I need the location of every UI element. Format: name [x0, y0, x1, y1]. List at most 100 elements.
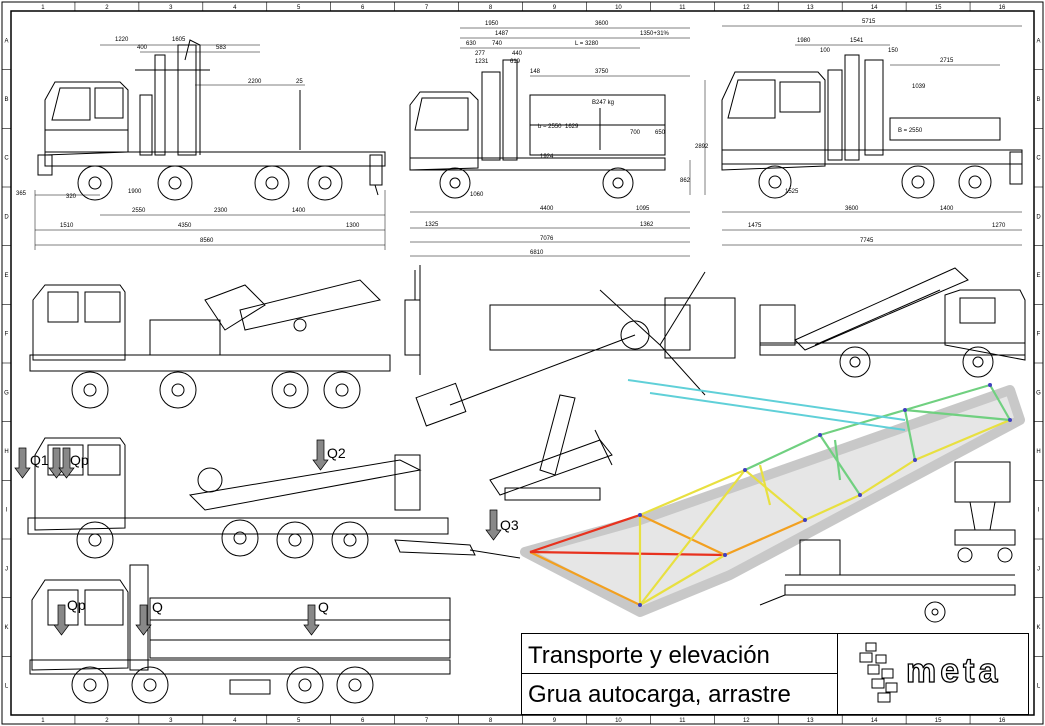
logo-block: meta: [837, 633, 1029, 715]
dim-label: 3600: [845, 206, 859, 212]
dim-label: 1095: [636, 206, 650, 212]
dim-label: 2300: [214, 208, 228, 214]
dim-label: 2200: [248, 79, 262, 85]
dim-label: 365: [16, 191, 27, 197]
column-label: 3: [169, 718, 173, 724]
column-label: 1: [41, 5, 45, 11]
logo-wordmark: meta: [905, 651, 1002, 690]
row-label: E: [1036, 273, 1040, 279]
crane-truck-right: [759, 267, 1026, 378]
dim-label: B247 kg: [592, 100, 614, 106]
column-label: 12: [743, 718, 750, 724]
column-label: 15: [935, 718, 942, 724]
row-label: A: [1036, 38, 1040, 44]
row-label: C: [4, 156, 9, 162]
column-label: 13: [807, 5, 814, 11]
column-label: 11: [679, 718, 686, 724]
truck1-side-view: [37, 39, 386, 201]
row-label: G: [4, 390, 9, 396]
column-label: 13: [807, 718, 814, 724]
aerial-platform-detail: [954, 461, 1016, 563]
row-label: D: [4, 214, 9, 220]
truck3-dimensions: [704, 25, 1022, 246]
dim-label: 7076: [540, 236, 554, 242]
column-label: 8: [489, 718, 493, 724]
crane-plan-view: [415, 265, 736, 427]
column-label: 16: [999, 718, 1006, 724]
dim-label: 440: [512, 51, 523, 57]
row-label: I: [6, 508, 8, 514]
row-label: G: [1036, 390, 1041, 396]
dim-label: 1400: [940, 206, 954, 212]
column-label: 9: [553, 718, 557, 724]
column-label: 10: [615, 5, 622, 11]
flatbed-truck: [29, 564, 451, 704]
dim-label: 277: [475, 51, 486, 57]
crane-truck-left: [29, 270, 421, 409]
load-q1-label: Q1: [30, 452, 49, 468]
dim-label: B = 2550: [898, 128, 923, 134]
row-label: B: [4, 97, 8, 103]
dim-label: 150: [888, 48, 899, 54]
drawing-title-line2: Grua autocarga, arrastre: [528, 681, 791, 708]
row-label: L: [5, 684, 9, 690]
truck2-dimension-labels: 1950 3600 1487 1350+31% 630 740 L = 3280…: [425, 21, 691, 256]
dim-label: 1950: [485, 21, 499, 27]
column-label: 7: [425, 5, 429, 11]
dim-label: 320: [66, 194, 77, 200]
dim-label: 1362: [640, 222, 654, 228]
dim-label: 8560: [200, 238, 214, 244]
meta-logo-mark: [859, 642, 898, 703]
dim-label: 1900: [128, 189, 142, 195]
row-label: C: [1036, 156, 1041, 162]
column-label: 6: [361, 718, 365, 724]
dim-label: 740: [492, 41, 503, 47]
title-divider: [522, 673, 838, 674]
load-q-bed-label: Q: [318, 599, 329, 615]
column-label: 8: [489, 5, 493, 11]
dim-label: 4350: [178, 223, 192, 229]
load-arrows: [14, 439, 502, 636]
dim-label: 148: [530, 69, 541, 75]
trailer-detail: [759, 539, 1016, 623]
dim-label: 3750: [595, 69, 609, 75]
dim-label: 862: [680, 178, 691, 184]
load-q-crane-label: Q: [152, 599, 163, 615]
dim-label: 619: [510, 59, 521, 65]
column-label: 5: [297, 718, 301, 724]
dim-label: 1475: [748, 223, 762, 229]
column-label: 6: [361, 5, 365, 11]
row-label: D: [1036, 214, 1041, 220]
row-label: E: [4, 273, 8, 279]
column-label: 1: [41, 718, 45, 724]
truck3-side-view: [721, 54, 1023, 199]
dim-label: 1220: [115, 37, 129, 43]
column-label: 12: [743, 5, 750, 11]
dim-label: L = 3280: [575, 41, 599, 47]
dim-label: 1487: [495, 31, 509, 37]
row-label: L: [1037, 684, 1041, 690]
dim-label: 3600: [595, 21, 609, 27]
row-label: H: [4, 449, 8, 455]
column-label: 14: [871, 718, 878, 724]
column-label: 16: [999, 5, 1006, 11]
load-q2-label: Q2: [327, 445, 346, 461]
dim-label: 4400: [540, 206, 554, 212]
column-label: 15: [935, 5, 942, 11]
dim-label: 650: [655, 130, 666, 136]
column-label: 3: [169, 5, 173, 11]
truck2-dimensions: [410, 27, 691, 257]
row-label: I: [1038, 508, 1040, 514]
dim-label: 400: [137, 45, 148, 51]
column-label: 9: [553, 5, 557, 11]
load-q3-label: Q3: [500, 517, 519, 533]
dim-label: 1231: [475, 59, 489, 65]
dim-label: 5715: [862, 19, 876, 25]
dim-label: 630: [466, 41, 477, 47]
dim-label: 25: [296, 79, 303, 85]
